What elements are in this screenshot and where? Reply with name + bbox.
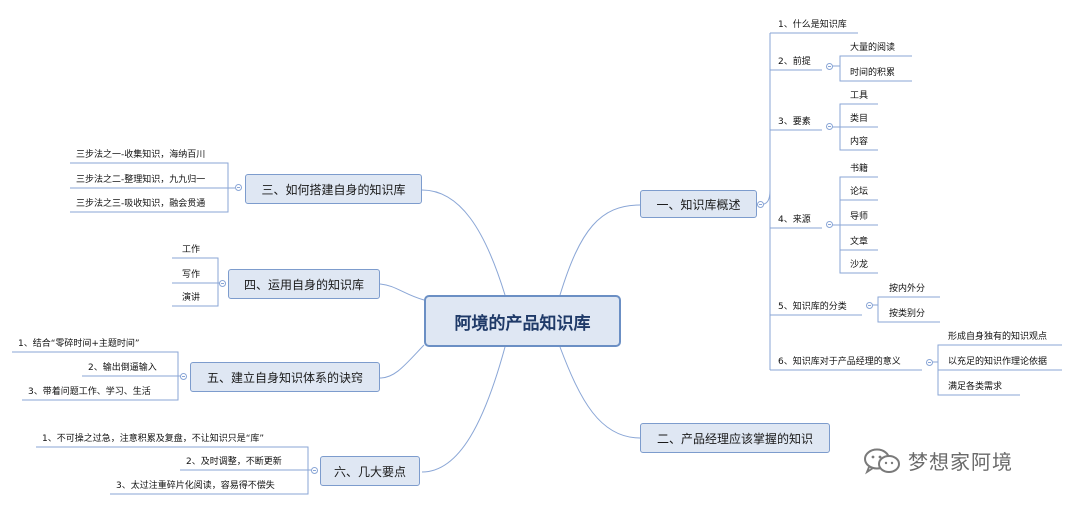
leaf-topic[interactable]: 三步法之一-收集知识，海纳百川	[76, 150, 206, 160]
collapse-toggle-icon[interactable]	[826, 221, 833, 228]
subtopic[interactable]: 3、要素	[778, 117, 811, 127]
connector	[379, 344, 425, 379]
leaf-topic[interactable]: 2、输出倒逼输入	[88, 363, 157, 373]
leaf-topic[interactable]: 按内外分	[889, 284, 926, 294]
leaf-topic[interactable]: 演讲	[182, 293, 201, 303]
leaf-topic[interactable]: 内容	[850, 137, 869, 147]
leaf-topic[interactable]: 时间的积累	[850, 68, 896, 78]
connector	[172, 283, 219, 307]
branch-use-knowledge-base[interactable]: 四、运用自身的知识库	[228, 269, 380, 299]
connector	[877, 305, 940, 323]
collapse-toggle-icon[interactable]	[866, 302, 873, 309]
leaf-topic[interactable]: 导师	[850, 212, 869, 222]
leaf-topic[interactable]: 工具	[850, 91, 869, 101]
connector	[839, 66, 912, 82]
subtopic[interactable]: 2、前提	[778, 57, 811, 67]
collapse-toggle-icon[interactable]	[757, 201, 764, 208]
leaf-topic[interactable]: 2、及时调整，不断更新	[186, 457, 282, 467]
leaf-topic[interactable]: 三步法之二-整理知识，九九归一	[76, 175, 206, 185]
collapse-toggle-icon[interactable]	[180, 373, 187, 380]
connector	[839, 127, 878, 151]
leaf-topic[interactable]: 书籍	[850, 164, 869, 174]
connector	[937, 370, 1020, 396]
leaf-topic[interactable]: 3、带着问题工作、学习、生活	[28, 387, 151, 397]
leaf-topic[interactable]: 3、太过注重碎片化阅读，容易得不偿失	[116, 481, 275, 491]
branch-knowledge-system-tips[interactable]: 五、建立自身知识体系的诀窍	[190, 362, 380, 392]
connector	[839, 250, 878, 274]
connector	[872, 296, 940, 306]
connector	[832, 176, 878, 226]
leaf-topic[interactable]: 按类别分	[889, 309, 926, 319]
leaf-topic[interactable]: 1、结合“零碎时间+主题时间”	[18, 339, 140, 349]
leaf-topic[interactable]: 论坛	[850, 187, 869, 197]
connector	[70, 188, 229, 213]
leaf-topic[interactable]: 沙龙	[850, 260, 869, 270]
leaf-topic[interactable]: 形成自身独有的知识观点	[948, 332, 1048, 342]
central-topic[interactable]: 阿境的产品知识库	[424, 295, 621, 347]
collapse-toggle-icon[interactable]	[311, 467, 318, 474]
branch-build-knowledge-base[interactable]: 三、如何搭建自身的知识库	[245, 174, 422, 204]
branch-key-points[interactable]: 六、几大要点	[320, 456, 420, 486]
leaf-topic[interactable]: 以充足的知识作理论依据	[948, 357, 1048, 367]
collapse-toggle-icon[interactable]	[235, 184, 242, 191]
leaf-topic[interactable]: 大量的阅读	[850, 43, 896, 53]
branch-pm-knowledge[interactable]: 二、产品经理应该掌握的知识	[640, 423, 830, 453]
connector	[832, 103, 878, 128]
subtopic[interactable]: 1、什么是知识库	[778, 20, 847, 30]
connector	[559, 204, 641, 296]
subtopic[interactable]: 5、知识库的分类	[778, 302, 847, 312]
connector	[22, 376, 179, 401]
connector	[421, 189, 506, 296]
leaf-topic[interactable]: 工作	[182, 245, 201, 255]
subtopic[interactable]: 4、来源	[778, 215, 811, 225]
leaf-topic[interactable]: 三步法之三-吸收知识，融会贯通	[76, 199, 206, 209]
connector	[932, 344, 1062, 363]
connector	[70, 162, 235, 189]
leaf-topic[interactable]: 写作	[182, 270, 201, 280]
watermark-text: 梦想家阿境	[908, 450, 1013, 474]
collapse-toggle-icon[interactable]	[219, 280, 226, 287]
leaf-topic[interactable]: 文章	[850, 237, 869, 247]
collapse-toggle-icon[interactable]	[926, 359, 933, 366]
leaf-topic[interactable]: 类目	[850, 114, 869, 124]
collapse-toggle-icon[interactable]	[826, 63, 833, 70]
watermark: 梦想家阿境	[862, 446, 1013, 475]
connector	[559, 346, 641, 439]
connector	[832, 55, 912, 67]
leaf-topic[interactable]: 1、不可操之过急，注意积累及复盘，不让知识只是“库”	[42, 434, 265, 444]
leaf-topic[interactable]: 满足各类需求	[948, 382, 1003, 392]
connector	[379, 283, 425, 301]
collapse-toggle-icon[interactable]	[826, 123, 833, 130]
wechat-icon	[864, 448, 900, 474]
connector	[110, 470, 309, 495]
connector	[421, 346, 506, 473]
branch-overview[interactable]: 一、知识库概述	[640, 190, 757, 218]
subtopic[interactable]: 6、知识库对于产品经理的意义	[778, 357, 901, 367]
